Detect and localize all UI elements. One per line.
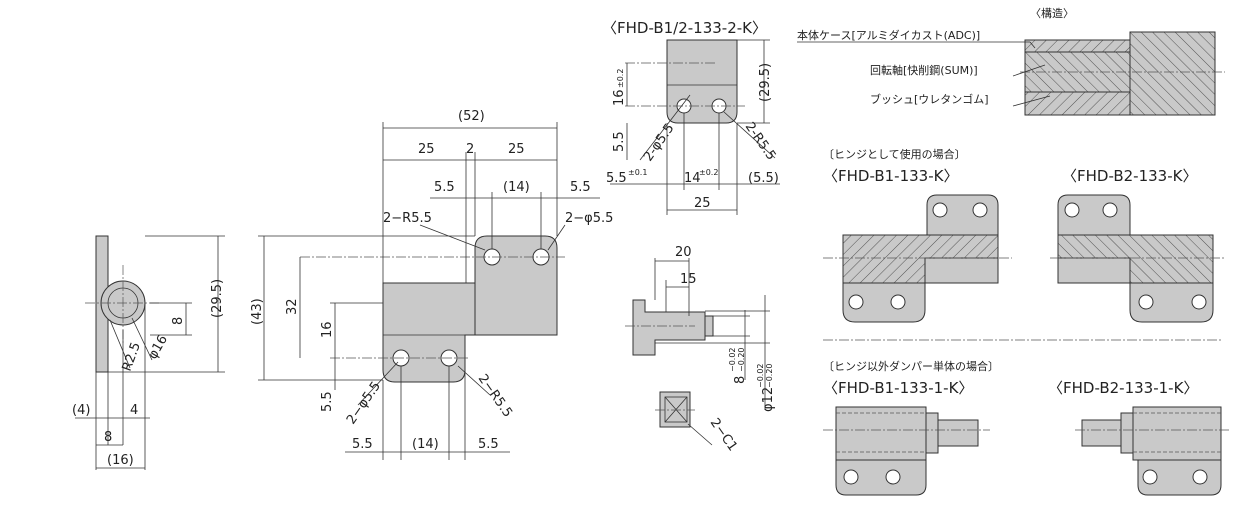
dim-5-5: 5.5 bbox=[606, 171, 627, 186]
dim-32: 32 bbox=[285, 298, 300, 315]
hinge-b1-title: 〈FHD-B1-133-K〉 bbox=[823, 167, 958, 185]
dim-5-5-d: 5.5 bbox=[478, 437, 499, 452]
dim-25: 25 bbox=[694, 196, 711, 211]
dim-29-5: (29.5) bbox=[758, 63, 773, 102]
dim-14: (14) bbox=[503, 180, 530, 195]
dim-8: 8 bbox=[733, 376, 748, 384]
dim-25-right: 25 bbox=[508, 142, 525, 157]
damper-use-heading: 〔ヒンジ以外ダンパー単体の場合〕 bbox=[823, 359, 999, 373]
dim-8-tol-upper: −0.02 bbox=[728, 347, 737, 372]
dim-14-tol: ±0.2 bbox=[699, 168, 718, 177]
damper-use-section: 〔ヒンジ以外ダンパー単体の場合〕 〈FHD-B1-133-1-K〉 〈FHD-B… bbox=[823, 359, 1230, 496]
damper-b1-drawing bbox=[823, 406, 990, 496]
dim-12-tol-upper: −0.02 bbox=[756, 363, 765, 388]
dim-16-tol: ±0.2 bbox=[616, 69, 625, 88]
damper-b2-title: 〈FHD-B2-133-1-K〉 bbox=[1048, 379, 1198, 397]
dim-16: 16 bbox=[320, 321, 335, 338]
dim-2-r5-5-b: 2−R5.5 bbox=[475, 372, 515, 421]
dim-5-5-v: 5.5 bbox=[612, 131, 627, 152]
dim-2-phi5-5: 2-φ5.5 bbox=[641, 121, 678, 164]
dim-8: 8 bbox=[171, 317, 186, 325]
dim-43: (43) bbox=[250, 298, 265, 325]
top-view-title: 〈FHD-B1/2-133-2-K〉 bbox=[602, 19, 767, 37]
dim-15: 15 bbox=[680, 272, 697, 287]
dim-25-left: 25 bbox=[418, 142, 435, 157]
dim-14-b: (14) bbox=[412, 437, 439, 452]
hinge-b2-drawing bbox=[1050, 194, 1225, 323]
label-shaft: 回転軸[快削鋼(SUM)] bbox=[870, 63, 978, 77]
dim-5-5-b: 5.5 bbox=[570, 180, 591, 195]
front-view: (52) 25 2 25 5.5 (14) 5.5 2−R5.5 2−φ5.5 … bbox=[250, 109, 613, 460]
dim-12-tol-lower: −0.20 bbox=[765, 363, 774, 388]
hinge-b1-drawing bbox=[823, 194, 1012, 323]
damper-b1-title: 〈FHD-B1-133-1-K〉 bbox=[823, 379, 973, 397]
hinge-use-section: 〔ヒンジとして使用の場合〕 〈FHD-B1-133-K〉 〈FHD-B2-133… bbox=[823, 147, 1225, 341]
structure-title: 〈構造〉 bbox=[1030, 6, 1074, 20]
dim-2: 2 bbox=[466, 142, 474, 157]
dim-2-c1: 2−C1 bbox=[707, 416, 740, 455]
dim-2-phi5-5: 2−φ5.5 bbox=[565, 211, 613, 226]
dim-14: 14 bbox=[684, 171, 701, 186]
dim-phi16: φ16 bbox=[145, 333, 171, 362]
hinge-use-heading: 〔ヒンジとして使用の場合〕 bbox=[823, 147, 966, 161]
dim-5-5-paren: (5.5) bbox=[748, 171, 779, 186]
dim-5-5-a: 5.5 bbox=[434, 180, 455, 195]
dim-20: 20 bbox=[675, 245, 692, 260]
label-case: 本体ケース[アルミダイカスト(ADC)] bbox=[797, 28, 980, 42]
dim-2-r5-5: 2−R5.5 bbox=[383, 211, 432, 226]
top-view: 〈FHD-B1/2-133-2-K〉 16 ±0.2 (29.5) 5.5 2-… bbox=[602, 19, 780, 215]
hinge-b2-title: 〈FHD-B2-133-K〉 bbox=[1062, 167, 1197, 185]
dim-52: (52) bbox=[458, 109, 485, 124]
dim-5-5-tol: ±0.1 bbox=[628, 168, 647, 177]
dim-8-tol-lower: −0.20 bbox=[737, 347, 746, 372]
dim-2-r5-5: 2-R5.5 bbox=[742, 120, 779, 164]
dim-2-phi5-5-b: 2−φ5.5 bbox=[344, 379, 384, 427]
lower-leaf bbox=[382, 282, 476, 383]
dim-4-paren: (4) bbox=[72, 403, 90, 418]
dim-5-5-c: 5.5 bbox=[352, 437, 373, 452]
dim-4: 4 bbox=[130, 403, 138, 418]
side-view: (29.5) 8 R2.5 φ16 (4) 4 8 (16) bbox=[72, 235, 225, 470]
dim-8-bottom: 8 bbox=[104, 430, 112, 445]
dim-phi12: φ12 bbox=[761, 387, 776, 412]
dim-16: 16 bbox=[612, 89, 627, 106]
dim-5-5-v: 5.5 bbox=[320, 391, 335, 412]
damper-b2-drawing bbox=[1075, 406, 1230, 496]
label-bush: ブッシュ[ウレタンゴム] bbox=[870, 92, 989, 106]
shaft-view: 20 15 8 −0.02 −0.20 φ12 −0.02 −0.20 2−C1 bbox=[625, 245, 776, 454]
dim-29-5: (29.5) bbox=[210, 279, 225, 318]
structure-section: 〈構造〉 本体ケース[アルミダイカスト(ADC)] 回転軸[快削鋼(SUM)] … bbox=[797, 6, 1225, 116]
dim-16: (16) bbox=[107, 453, 134, 468]
